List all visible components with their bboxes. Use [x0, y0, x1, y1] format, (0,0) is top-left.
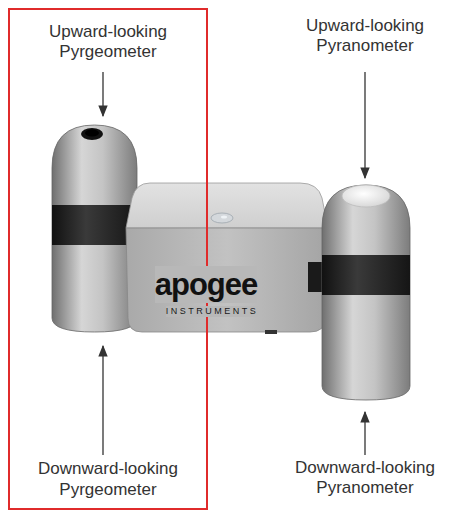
part-label: Downward-looking Pyranometer	[285, 458, 445, 499]
highlight-frame: Upward-looking PyrgeometerDownward-looki…	[8, 8, 208, 510]
part-label: Upward-looking Pyrgeometer	[28, 22, 188, 63]
leader-arrow	[364, 72, 365, 178]
leader-arrows	[103, 72, 365, 455]
leader-arrow	[364, 412, 365, 455]
leader-arrow	[102, 72, 103, 116]
brand-subtitle: INSTRUMENTS	[166, 306, 259, 317]
brand-logo: apogee	[155, 266, 258, 303]
part-label: Upward-looking Pyranometer	[285, 16, 445, 57]
pyranometer-body	[308, 185, 410, 400]
part-label: Downward-looking Pyrgeometer	[28, 459, 188, 500]
sensor-housing	[126, 183, 328, 334]
leader-arrow	[102, 346, 103, 455]
